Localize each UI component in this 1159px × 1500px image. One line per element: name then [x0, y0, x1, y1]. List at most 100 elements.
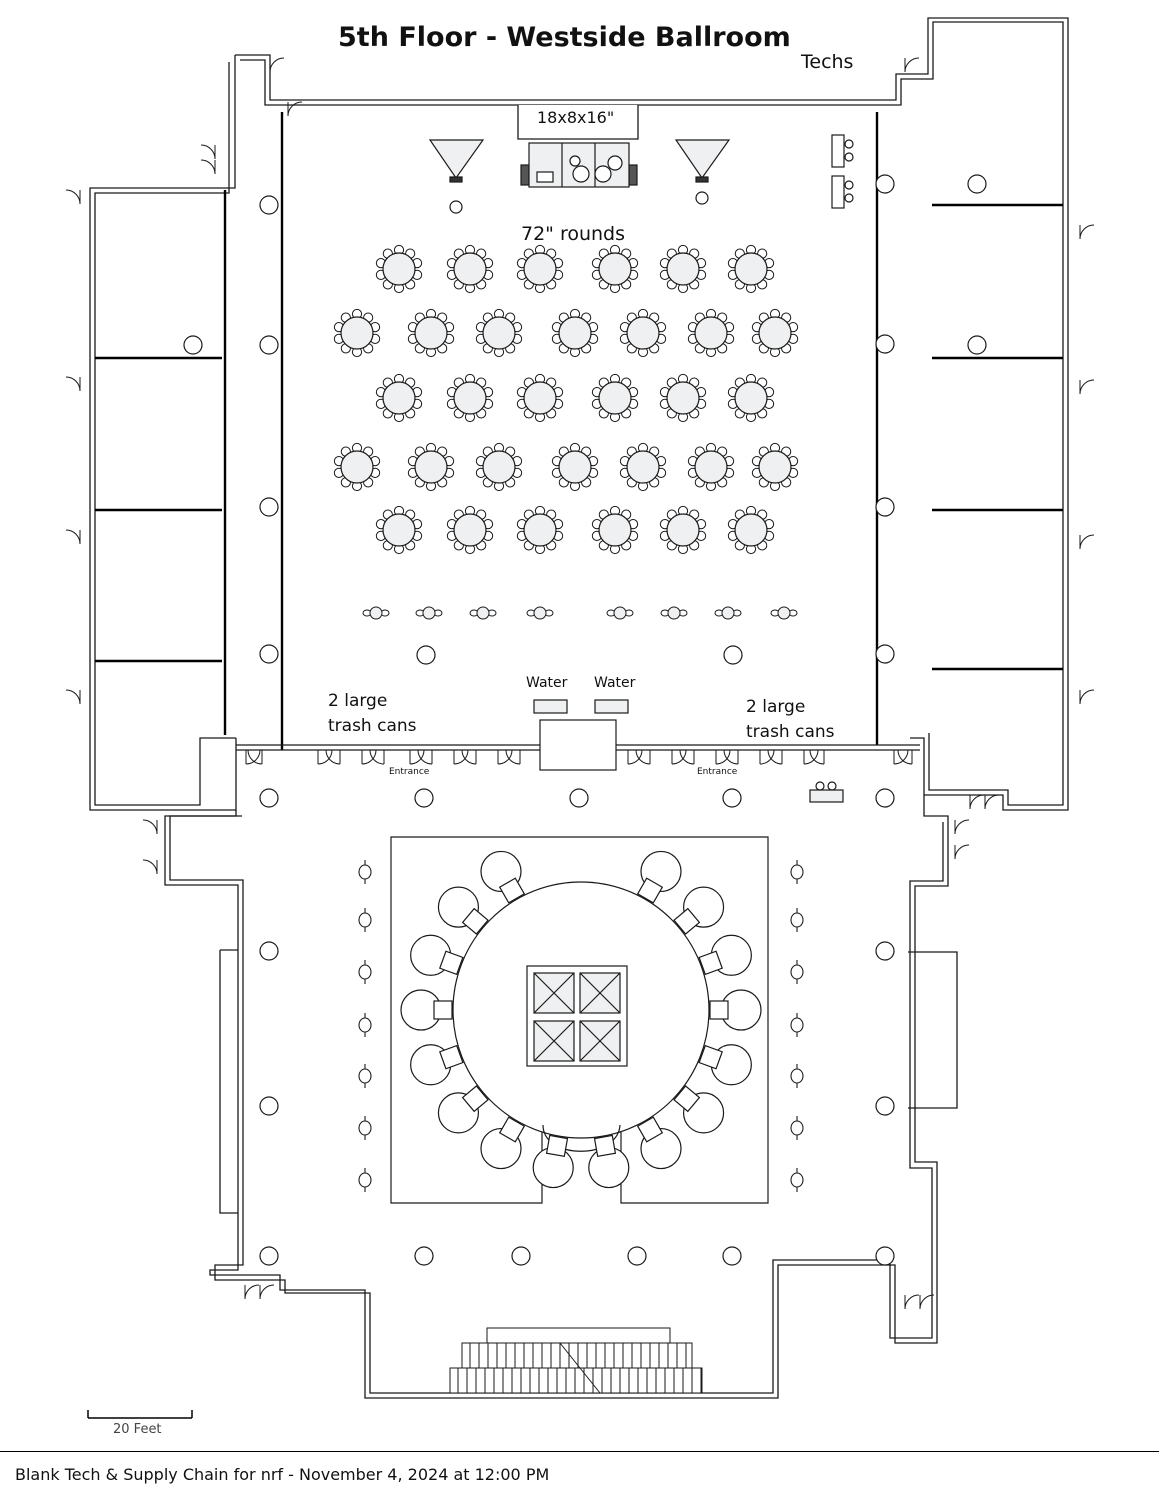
stanchion [790, 860, 804, 884]
chair-seat [673, 907, 701, 935]
cocktail-table-2 [415, 606, 443, 620]
column [259, 1096, 279, 1116]
round-table-4 [591, 244, 639, 294]
entrance-doors[interactable] [65, 57, 1095, 1310]
stanchion-base [358, 1017, 372, 1033]
round-table-1 [375, 244, 423, 294]
door-swing [759, 749, 775, 765]
round-table-16 [516, 373, 564, 423]
column [259, 335, 279, 355]
column [259, 644, 279, 664]
door-swing [65, 376, 81, 392]
column [627, 1246, 647, 1266]
side-cart [809, 781, 844, 803]
trash-label-right-line1: 2 large [746, 697, 806, 717]
footer-text: Blank Tech & Supply Chain for nrf - Nove… [15, 1465, 550, 1484]
round-table-13 [751, 308, 799, 358]
table-top [734, 252, 768, 286]
cocktail-table-4 [526, 606, 554, 620]
footer-divider [0, 1451, 1159, 1452]
door-swing [142, 819, 158, 835]
stanchion [790, 960, 804, 984]
door-swing [142, 859, 158, 875]
round-table-9 [475, 308, 523, 358]
door-swing [954, 819, 970, 835]
table-top [558, 450, 592, 484]
stanchion [358, 1116, 372, 1140]
cocktail-top [533, 606, 547, 620]
chair-seat [461, 907, 489, 935]
tech-table [520, 142, 638, 188]
chair-seat [698, 1044, 723, 1070]
stanchion [358, 1064, 372, 1088]
stanchion-base [790, 912, 804, 928]
table-top [598, 381, 632, 415]
door-swing [723, 749, 739, 765]
techs-label: Techs [801, 51, 854, 73]
door-swing [317, 749, 333, 765]
column [875, 174, 895, 194]
round-table-20 [333, 442, 381, 492]
partition-lines [95, 112, 1063, 750]
door-swing [809, 749, 825, 765]
round-table-5 [659, 244, 707, 294]
door-swing [325, 749, 341, 765]
foyer-chair [480, 1116, 526, 1170]
water-label-left: Water [526, 675, 568, 691]
foyer-chair [437, 1085, 489, 1134]
table-top [523, 381, 557, 415]
table-top [340, 450, 374, 484]
stanchion [790, 1064, 804, 1088]
cocktail-top [721, 606, 735, 620]
round-table-12 [687, 308, 735, 358]
foyer-chair [588, 1134, 630, 1189]
column [875, 334, 895, 354]
projector-screen-right [674, 139, 731, 205]
stanchion [790, 1116, 804, 1140]
foyer-chair [709, 989, 762, 1031]
foyer-chair [636, 850, 682, 904]
round-tables [333, 244, 799, 555]
elevator-core [526, 965, 628, 1067]
staircase [449, 1327, 703, 1394]
scale-bar [87, 1410, 193, 1419]
door-swing [505, 749, 521, 765]
column [875, 941, 895, 961]
foyer-chair [636, 1116, 682, 1170]
door-swing [984, 794, 1000, 810]
door-swing [715, 749, 731, 765]
table-top [382, 513, 416, 547]
door-swing [369, 749, 385, 765]
table-top [453, 252, 487, 286]
stanchion-base [358, 1172, 372, 1188]
table-top [758, 450, 792, 484]
trash-label-right-line2: trash cans [746, 722, 835, 742]
stanchion-base [790, 864, 804, 880]
cocktail-table-8 [770, 606, 798, 620]
projector-screen-left [428, 139, 485, 214]
foyer-chair [410, 934, 464, 976]
stanchion [790, 1013, 804, 1037]
round-table-2 [446, 244, 494, 294]
stage-outline [517, 105, 639, 140]
table-top [598, 513, 632, 547]
column [511, 1246, 531, 1266]
column [875, 497, 895, 517]
chair-seat [673, 1085, 701, 1113]
foyer-chair [410, 1044, 464, 1086]
round-table-22 [475, 442, 523, 492]
table-top [758, 316, 792, 350]
door-swing [954, 844, 970, 860]
table-top [453, 513, 487, 547]
door-swing [245, 749, 261, 765]
door-swing [767, 749, 783, 765]
round-table-30 [591, 505, 639, 555]
door-swing [453, 749, 469, 765]
table-top [382, 252, 416, 286]
column [259, 941, 279, 961]
round-table-17 [591, 373, 639, 423]
table-top [694, 450, 728, 484]
table-top [340, 316, 374, 350]
round-table-25 [687, 442, 735, 492]
